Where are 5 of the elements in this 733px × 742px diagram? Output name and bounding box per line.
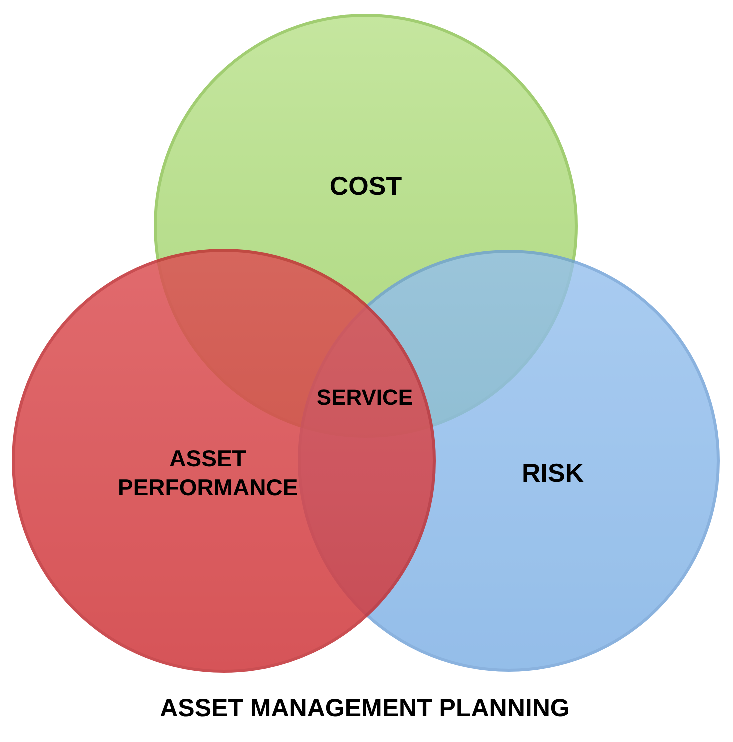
circle-label: RISK xyxy=(522,456,584,490)
circle-label: COST xyxy=(330,170,402,202)
overlap-label: SERVICE xyxy=(316,385,414,411)
caption: ASSET MANAGEMENT PLANNING xyxy=(160,694,570,724)
circle-label: ASSET PERFORMANCE xyxy=(118,444,298,502)
